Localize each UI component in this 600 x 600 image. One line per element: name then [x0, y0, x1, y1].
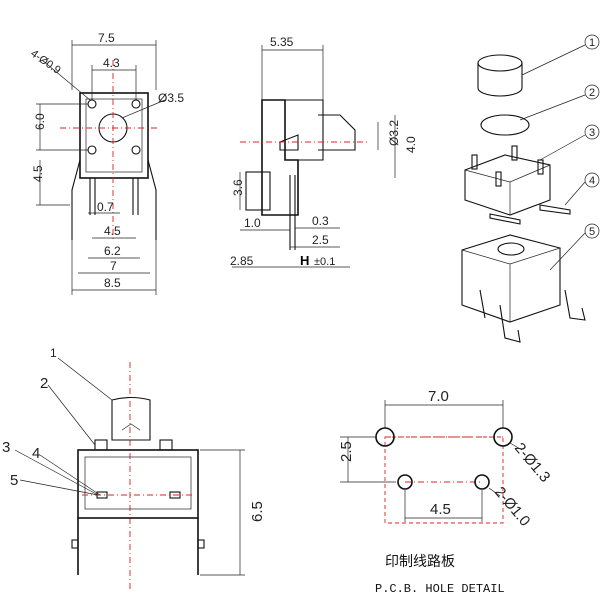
hole-bl	[87, 145, 97, 155]
exploded-view: 1 2 3 4 5	[461, 34, 600, 343]
dim-70-text: 7.0	[428, 388, 449, 405]
dim-H-text: H	[300, 253, 309, 268]
top-view: 7.5 4.3 4-Ø0.9 Ø3.5 6.0 4.5 0.7 4.5 6.2 …	[28, 31, 184, 295]
pcb-hole-detail: 7.0 2.5 4.5 2-Ø1.3 2-Ø1.0 印制线路板 P.C.B. H…	[338, 388, 553, 596]
front-callout-2: 2	[40, 375, 48, 392]
pcb-hole-small-right	[474, 474, 490, 490]
exploded-callout-1: 1	[589, 37, 595, 49]
dim-10-text: 2-Ø1.0	[491, 484, 534, 530]
lead-left-outer	[71, 159, 81, 240]
pcb-title-en: P.C.B. HOLE DETAIL	[375, 582, 505, 596]
hole-tr	[131, 99, 141, 109]
dim-10-text: 1.0	[244, 216, 261, 230]
part5-frame	[461, 234, 561, 323]
dim-75-text: 7.5	[98, 31, 115, 45]
dim-32-text: Ø3.2	[387, 120, 401, 146]
side-view: 5.35 Ø3.2 4.0 3.6 1.0 0.3 2.5 2.85 H ±0.…	[230, 35, 418, 268]
dim-07-text: 0.7	[97, 200, 114, 214]
part2-disc	[480, 114, 530, 136]
dim-36-text: 3.6	[231, 179, 245, 196]
dim-holes-text: 4-Ø0.9	[28, 48, 62, 77]
front-callout-1: 1	[50, 346, 57, 360]
dim-25-text: 2.5	[312, 233, 329, 247]
exploded-callout-4: 4	[589, 175, 595, 187]
exploded-callout-2: 2	[589, 87, 595, 99]
part1-cap-body	[477, 63, 523, 97]
dim-43-text: 4.3	[103, 56, 120, 70]
part1-cap-top	[477, 54, 523, 72]
part5-hole	[497, 242, 525, 256]
holes-leader	[41, 59, 91, 101]
pcb-title-cn: 印制线路板	[385, 554, 455, 570]
front-callout-3: 3	[2, 439, 10, 456]
dim-tol-text: ±0.1	[314, 256, 335, 268]
exploded-callout-3: 3	[589, 127, 595, 139]
front-cap	[111, 396, 151, 441]
dim-45-text: 4.5	[430, 501, 451, 518]
dim-13-text: 2-Ø1.3	[511, 440, 554, 486]
dim-7-text: 7	[110, 259, 117, 273]
dim-60-text: 6.0	[33, 113, 47, 130]
lead-right-outer	[147, 159, 157, 240]
front-callout-4: 4	[32, 445, 40, 462]
dim-285-text: 2.85	[230, 254, 254, 268]
dim-cap-text: Ø3.5	[158, 91, 184, 105]
front-view: 6.5 1 2 3 4 5	[2, 346, 266, 590]
dim-03-text: 0.3	[312, 214, 329, 228]
pcb-hole-grid	[384, 436, 504, 524]
dim-85-text: 8.5	[104, 276, 121, 290]
front-body	[77, 449, 199, 519]
side-knob	[279, 134, 299, 151]
cap-leader	[121, 99, 166, 119]
pcb-hole-small-left	[397, 474, 413, 490]
dim-535-text: 5.35	[270, 35, 294, 49]
exploded-callout-5: 5	[589, 226, 595, 238]
top-body-inner	[85, 98, 143, 173]
top-body-outline	[79, 92, 149, 179]
part4-pin	[539, 204, 571, 215]
dim-65-text: 6.5	[249, 501, 266, 522]
side-pin-box	[245, 171, 271, 211]
hole-tl	[87, 99, 97, 109]
dim-45v-text: 4.5	[31, 165, 45, 182]
dim-25-text: 2.5	[338, 441, 355, 462]
dim-45h-text: 4.5	[104, 224, 121, 238]
dim-40-text: 4.0	[404, 136, 418, 153]
hole-br	[131, 145, 141, 155]
side-frame	[285, 99, 324, 161]
part3-base	[464, 154, 551, 216]
dim-62-text: 6.2	[104, 244, 121, 258]
front-callout-5: 5	[10, 472, 18, 489]
side-body	[261, 99, 299, 216]
side-cap	[318, 114, 356, 151]
